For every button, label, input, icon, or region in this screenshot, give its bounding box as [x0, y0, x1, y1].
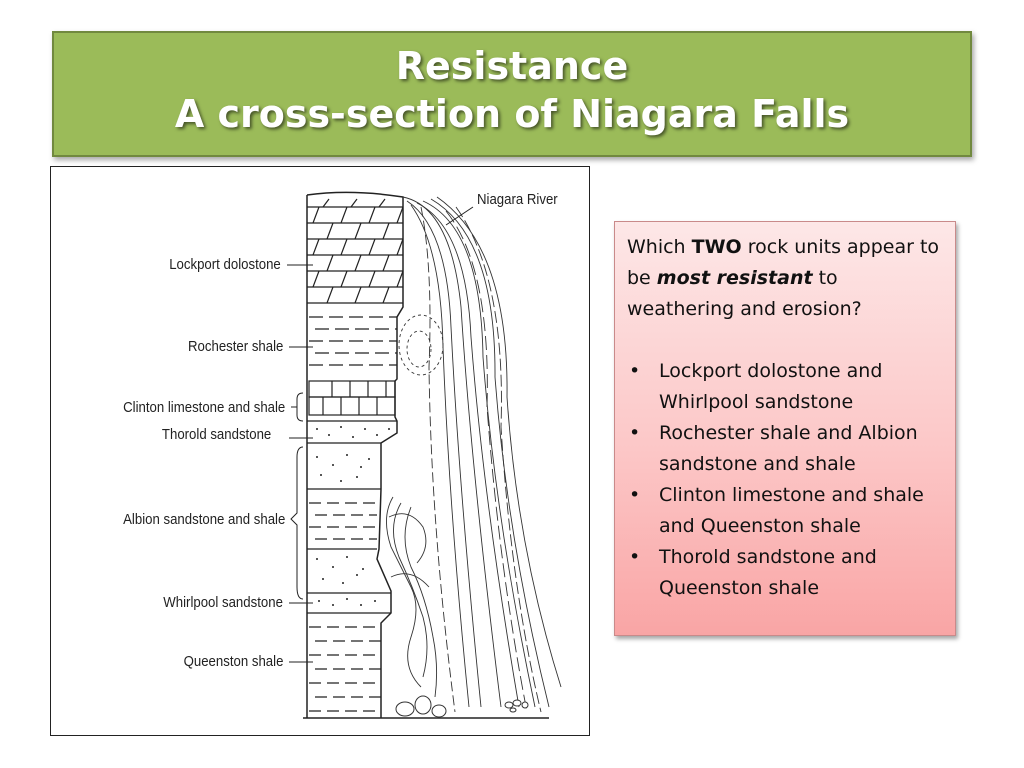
question-suffix: to weathering and erosion? [627, 267, 862, 320]
bullet-icon: • [629, 484, 641, 506]
answer-option: • Thorold sandstone and Queenston shale [627, 542, 945, 604]
layer-rochester-pattern [309, 316, 397, 366]
question-text: Which TWO rock units appear to be most r… [627, 232, 945, 325]
layer-thorold-pattern [316, 426, 390, 438]
answer-option-text: Lockport dolostone and Whirlpool sandsto… [659, 360, 883, 413]
label-queenston-shale: Queenston shale [183, 653, 283, 670]
layer-lockport-pattern [307, 198, 404, 304]
layer-albion-pattern [307, 454, 381, 584]
answer-option: • Lockport dolostone and Whirlpool sandst… [627, 356, 945, 418]
splash-swirls [386, 314, 444, 698]
layer-whirlpool-pattern [307, 592, 391, 614]
layer-clinton-pattern [308, 380, 396, 416]
question-emphasis-most-resistant: most resistant [656, 267, 813, 289]
cliff-face [306, 191, 404, 718]
question-emphasis-two: TWO [691, 236, 742, 258]
answer-options: • Lockport dolostone and Whirlpool sandst… [627, 356, 945, 604]
answer-option-text: Thorold sandstone and Queenston shale [659, 546, 877, 599]
waterfall [402, 196, 562, 713]
slide-title: Resistance [395, 44, 629, 88]
answer-option-text: Clinton limestone and shale and Queensto… [659, 484, 924, 537]
question-card: Which TWO rock units appear to be most r… [614, 221, 956, 636]
question-prefix: Which [627, 236, 692, 258]
bullet-icon: • [629, 360, 641, 382]
layer-queenston-pattern [309, 626, 381, 712]
title-banner: Resistance A cross-section of Niagara Fa… [52, 31, 972, 157]
label-lockport-dolostone: Lockport dolostone [169, 256, 281, 273]
question-middle: rock units appear to be [627, 236, 940, 289]
answer-option: • Rochester shale and Albion sandstone an… [627, 418, 945, 480]
bullet-icon: • [629, 546, 641, 568]
label-clinton-limestone-and-shale: Clinton limestone and shale [122, 399, 285, 416]
slide-subtitle: A cross-section of Niagara Falls [174, 92, 850, 136]
answer-option-text: Rochester shale and Albion sandstone and… [659, 422, 918, 475]
label-rochester-shale: Rochester shale [187, 338, 283, 355]
answer-option: • Clinton limestone and shale and Queenst… [627, 480, 945, 542]
label-niagara-river: Niagara River [477, 191, 558, 208]
niagara-cross-section-diagram: Niagara River Lockport dolostone Rochest… [50, 166, 590, 736]
label-thorold-sandstone: Thorold sandstone [161, 426, 271, 443]
leader-lines [287, 206, 474, 663]
boulders [395, 695, 529, 718]
label-whirlpool-sandstone: Whirlpool sandstone [163, 594, 283, 611]
bullet-icon: • [629, 422, 641, 444]
label-albion-sandstone-and-shale: Albion sandstone and shale [122, 511, 285, 528]
cross-section-drawing [287, 191, 562, 719]
rock-column [307, 198, 404, 712]
